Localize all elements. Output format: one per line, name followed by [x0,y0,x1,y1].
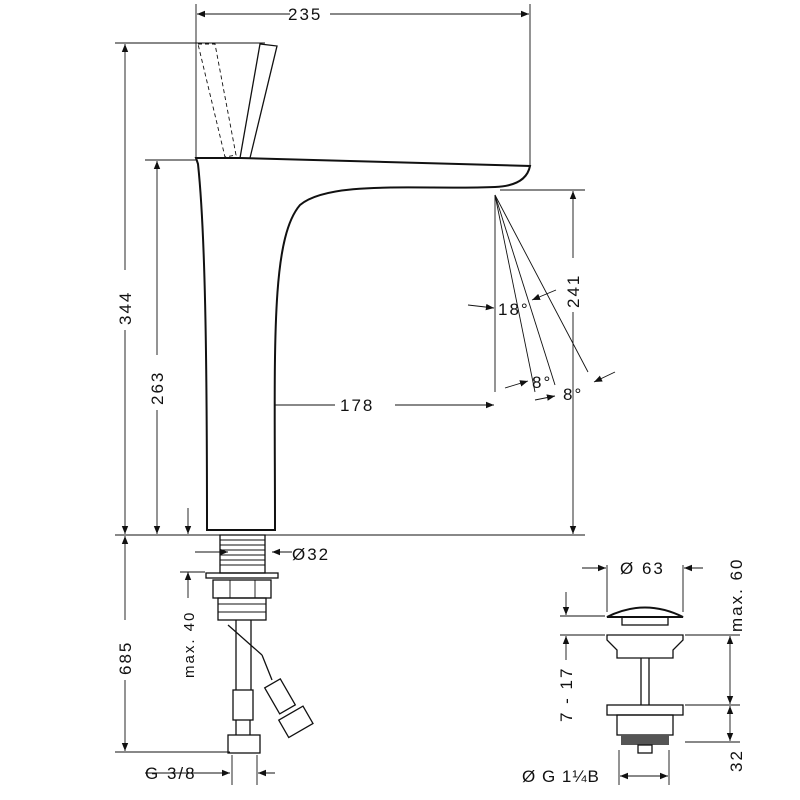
extension-lines [115,4,585,753]
drain-7-17: 7 - 17 [557,667,576,722]
dim-235: 235 [288,5,322,24]
dim-263: 263 [148,371,167,405]
faucet-body [194,43,532,754]
pop-up-drain [560,564,740,785]
dim-685: 685 [116,641,135,675]
dim-344: 344 [116,291,135,325]
spray-lines [467,194,616,401]
thread-lines [220,539,265,566]
drain-max60: max. 60 [727,558,746,632]
angle-8-a: 8° [532,373,552,392]
dim-178: 178 [340,396,374,415]
dim-d32: Ø32 [292,545,330,564]
dimension-lines [121,10,577,785]
dim-g38: G 3/8 [145,764,197,783]
angle-8-b: 8° [563,385,583,404]
dim-241: 241 [564,274,583,308]
dim-max40: max. 40 [181,611,198,678]
drain-d63: Ø 63 [620,559,665,578]
drain-32: 32 [727,749,746,772]
drain-thread: Ø G 1¼B [522,767,600,786]
angle-18: 18° [498,300,530,319]
